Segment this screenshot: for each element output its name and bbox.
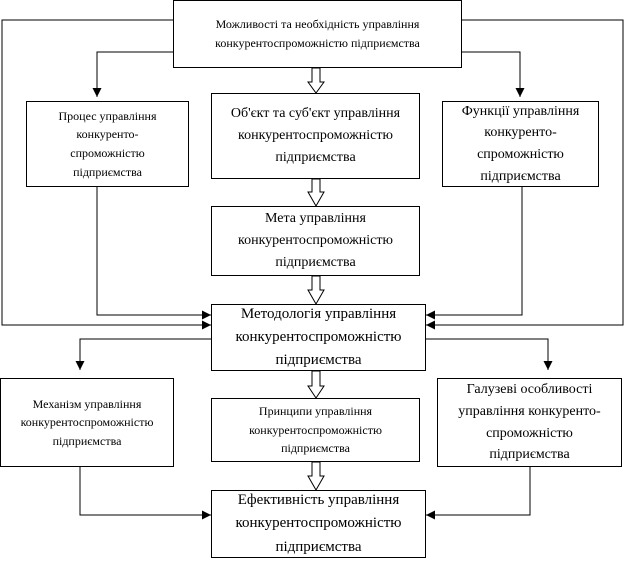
box-methodology-label: Методологія управління конкурентоспромож… bbox=[235, 305, 402, 369]
box-mechanism: Механізм управління конкурентоспроможніс… bbox=[0, 378, 174, 467]
box-functions: Функції управління конкуренто-спроможніс… bbox=[442, 101, 599, 187]
box-possibilities: Можливості та необхідність управління ко… bbox=[173, 0, 462, 68]
arrow-methodology-to-mechanism bbox=[75, 338, 211, 370]
arrow-top-right-loop bbox=[426, 19, 624, 330]
box-industry-label: Галузеві особливості управління конкурен… bbox=[458, 382, 601, 463]
arrow-top-to-functions bbox=[462, 51, 525, 97]
arrow-industry-to-efficiency bbox=[426, 467, 531, 520]
box-process-label: Процес управління конкуренто-спроможніст… bbox=[58, 108, 157, 179]
box-functions-label: Функції управління конкуренто-спроможніс… bbox=[461, 103, 580, 184]
box-methodology: Методологія управління конкурентоспромож… bbox=[211, 304, 426, 371]
box-efficiency: Ефективність управління конкурентоспромо… bbox=[211, 490, 426, 558]
block-arrow-methodology-to-principles bbox=[307, 370, 325, 399]
box-goal: Мета управління конкурентоспроможністю п… bbox=[211, 206, 420, 276]
box-process: Процес управління конкуренто-спроможніст… bbox=[26, 101, 189, 187]
box-mechanism-label: Механізм управління конкурентоспроможніс… bbox=[20, 396, 154, 448]
box-object-subject-label: Об'єкт та суб'єкт управління конкурентос… bbox=[230, 106, 401, 165]
arrow-top-left-loop bbox=[1, 19, 211, 330]
block-arrow-top-to-object bbox=[307, 67, 325, 94]
box-principles: Принципи управління конкурентоспроможніс… bbox=[211, 398, 420, 462]
box-principles-label: Принципи управління конкурентоспроможніс… bbox=[249, 404, 382, 456]
block-arrow-principles-to-efficiency bbox=[307, 461, 325, 492]
arrow-functions-to-methodology bbox=[426, 187, 523, 320]
arrow-methodology-to-industry bbox=[426, 338, 553, 370]
box-object-subject: Об'єкт та суб'єкт управління конкурентос… bbox=[211, 93, 420, 179]
block-arrow-object-to-goal bbox=[307, 178, 325, 208]
arrow-top-to-process bbox=[92, 51, 173, 97]
arrow-process-to-methodology bbox=[96, 186, 211, 320]
block-arrow-goal-to-methodology bbox=[307, 275, 325, 306]
box-industry: Галузеві особливості управління конкурен… bbox=[437, 378, 622, 467]
box-possibilities-label: Можливості та необхідність управління ко… bbox=[215, 17, 420, 50]
arrow-mechanism-to-efficiency bbox=[79, 467, 211, 520]
box-goal-label: Мета управління конкурентоспроможністю п… bbox=[238, 211, 393, 270]
box-efficiency-label: Ефективність управління конкурентоспромо… bbox=[235, 492, 402, 555]
